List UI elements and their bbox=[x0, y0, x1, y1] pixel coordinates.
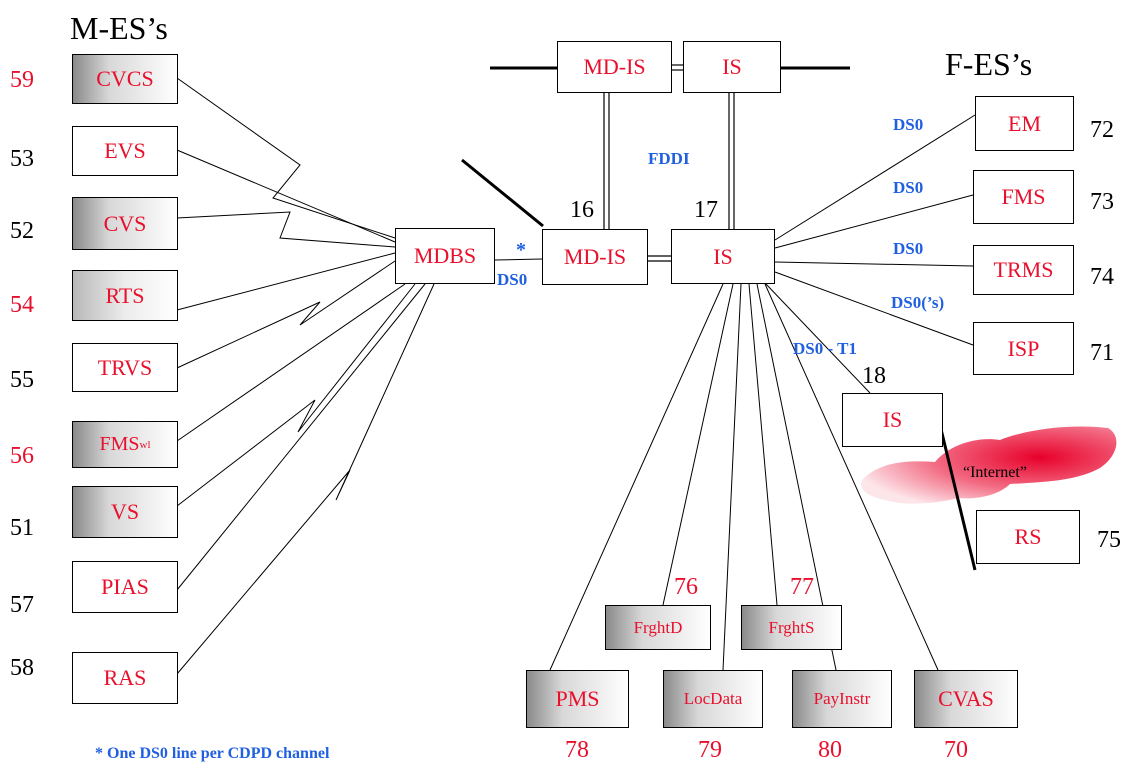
node-number-72: 72 bbox=[1090, 117, 1114, 143]
node-label: FMS bbox=[1001, 184, 1046, 209]
node-label: FrghtS bbox=[768, 617, 815, 637]
vs-node: VS bbox=[72, 486, 178, 538]
node-number-56: 56 bbox=[10, 443, 34, 469]
cvas-node: CVAS bbox=[914, 670, 1018, 728]
em-node: EM bbox=[975, 96, 1074, 151]
locdata-node: LocData bbox=[663, 670, 763, 728]
node-number-80: 80 bbox=[818, 737, 842, 763]
node-number-79: 79 bbox=[698, 737, 722, 763]
internet-cloud-shape bbox=[861, 426, 1117, 504]
trms-node: TRMS bbox=[973, 245, 1074, 295]
internet-cloud-label: “Internet” bbox=[963, 464, 1027, 481]
footnote: * One DS0 line per CDPD channel bbox=[95, 745, 330, 762]
node-label: MD-IS bbox=[583, 54, 646, 79]
node-label: PIAS bbox=[101, 574, 149, 599]
node-number-71: 71 bbox=[1090, 340, 1114, 366]
node-label: CVS bbox=[103, 210, 147, 236]
is-number: 17 bbox=[694, 197, 718, 223]
node-number-59: 59 bbox=[10, 67, 34, 93]
fixed-end-systems-heading: F-ES’s bbox=[945, 46, 1033, 82]
node-label: FrghtD bbox=[633, 617, 683, 637]
cvs-node: CVS bbox=[72, 197, 178, 250]
cvcs-node: CVCS bbox=[72, 54, 178, 104]
frghtd-node: FrghtD bbox=[605, 605, 711, 650]
pms-node: PMS bbox=[526, 670, 629, 728]
node-label: EVS bbox=[104, 138, 146, 163]
node-label: IS bbox=[713, 243, 733, 269]
is-top-node: IS bbox=[683, 41, 781, 93]
node-number-58: 58 bbox=[10, 655, 34, 681]
node-label: PayInstr bbox=[813, 689, 871, 708]
node-label: RTS bbox=[105, 282, 145, 308]
node-label: MD-IS bbox=[563, 244, 627, 269]
ds0-t1-label: DS0 - T1 bbox=[793, 339, 857, 358]
node-number-52: 52 bbox=[10, 218, 34, 244]
node-label: TRMS bbox=[993, 257, 1054, 282]
node-number-75: 75 bbox=[1097, 527, 1121, 553]
node-number-53: 53 bbox=[10, 146, 34, 172]
md-is-number: 16 bbox=[570, 197, 594, 223]
node-label: CVAS bbox=[938, 686, 994, 711]
node-label: VS bbox=[110, 499, 140, 524]
payinstr-node: PayInstr bbox=[792, 670, 892, 728]
frghts-node: FrghtS bbox=[741, 605, 842, 650]
node-label: IS bbox=[722, 54, 742, 79]
node-number-51: 51 bbox=[10, 515, 34, 541]
md-is-top-node: MD-IS bbox=[557, 41, 672, 93]
node-number-57: 57 bbox=[10, 592, 34, 618]
node-number-54: 54 bbox=[10, 292, 34, 318]
node-label: EM bbox=[1008, 110, 1041, 136]
ds0-fms-label: DS0 bbox=[893, 178, 924, 197]
mdbs-node: MDBS bbox=[395, 228, 495, 284]
ds0-em-label: DS0 bbox=[893, 115, 924, 134]
node-label: CVCS bbox=[96, 66, 154, 91]
node-number-55: 55 bbox=[10, 367, 34, 393]
node-label: TRVS bbox=[97, 354, 153, 380]
node-label: MDBS bbox=[413, 243, 477, 268]
ds0-trms-label: DS0 bbox=[893, 239, 924, 258]
isp-node: ISP bbox=[973, 322, 1074, 375]
fddi-label: FDDI bbox=[648, 149, 690, 168]
evs-node: EVS bbox=[72, 126, 178, 176]
rs-node: RS bbox=[976, 510, 1080, 564]
ds0s-isp-label: DS0(’s) bbox=[891, 293, 945, 312]
node-label: RS bbox=[1014, 524, 1042, 549]
fms-node: FMS bbox=[973, 170, 1074, 224]
node-label: PMS bbox=[555, 686, 600, 711]
node-number-70: 70 bbox=[944, 737, 968, 763]
pias-node: PIAS bbox=[72, 561, 178, 613]
rts-node: RTS bbox=[72, 270, 178, 321]
ds0-link-label: DS0 bbox=[497, 270, 528, 289]
is-hub-node: IS bbox=[671, 229, 775, 284]
mobile-end-systems-heading: M-ES’s bbox=[70, 10, 168, 46]
node-number-73: 73 bbox=[1090, 189, 1114, 215]
trvs-node: TRVS bbox=[72, 343, 178, 392]
remote-is-node: IS bbox=[842, 393, 943, 447]
is-number-18: 18 bbox=[862, 363, 886, 389]
node-label: RAS bbox=[103, 665, 147, 690]
node-number-76: 76 bbox=[674, 574, 698, 600]
node-label: FMS bbox=[99, 433, 140, 455]
md-is-hub-node: MD-IS bbox=[542, 229, 648, 285]
node-subscript: wl bbox=[139, 438, 151, 451]
ds0-star: * bbox=[516, 239, 526, 261]
ras-node: RAS bbox=[72, 652, 178, 704]
node-label: LocData bbox=[683, 689, 743, 708]
node-number-78: 78 bbox=[565, 737, 589, 763]
node-label: IS bbox=[882, 407, 903, 432]
node-number-77: 77 bbox=[790, 574, 814, 600]
node-label: ISP bbox=[1007, 335, 1040, 361]
node-number-74: 74 bbox=[1090, 264, 1114, 290]
